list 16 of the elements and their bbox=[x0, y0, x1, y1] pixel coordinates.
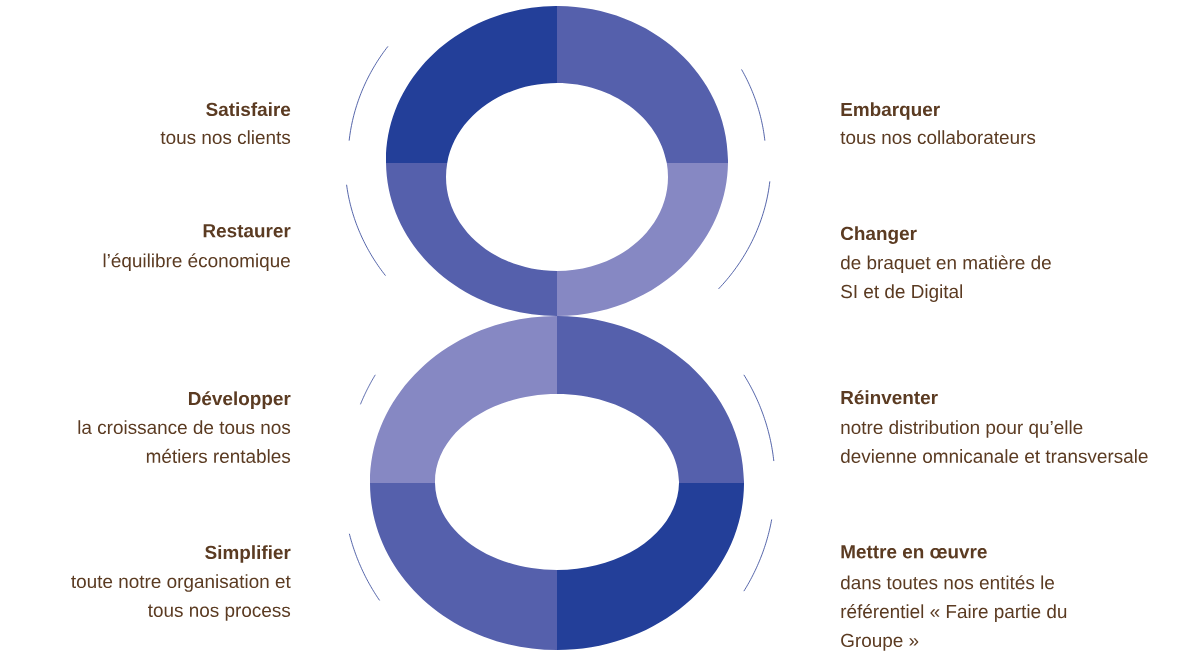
heading: Embarquer bbox=[841, 102, 940, 120]
description: dans toutes nos entités le référentiel « Faire partie du Groupe » bbox=[841, 575, 1067, 651]
description: l’équilibre économique bbox=[103, 253, 290, 272]
heading: Réinventer bbox=[841, 390, 938, 405]
heading: Mettre en œuvre bbox=[841, 545, 987, 559]
description: tous nos clients bbox=[160, 130, 291, 145]
description: toute notre organisation et tous nos process bbox=[71, 574, 291, 621]
description: de braquet en matière de SI et de Digital bbox=[841, 255, 1051, 302]
heading: Développer bbox=[189, 391, 291, 409]
description: notre distribution pour qu’elle devienne omnicanale et transversale bbox=[841, 420, 1148, 463]
heading: Simplifier bbox=[205, 545, 291, 563]
heading: Changer bbox=[841, 226, 917, 244]
heading: Restaurer bbox=[203, 224, 291, 238]
description: tous nos collaborateurs bbox=[840, 130, 1036, 145]
heading: Satisfaire bbox=[206, 102, 291, 117]
description: la croissance de tous nos métiers rentables bbox=[78, 420, 291, 463]
